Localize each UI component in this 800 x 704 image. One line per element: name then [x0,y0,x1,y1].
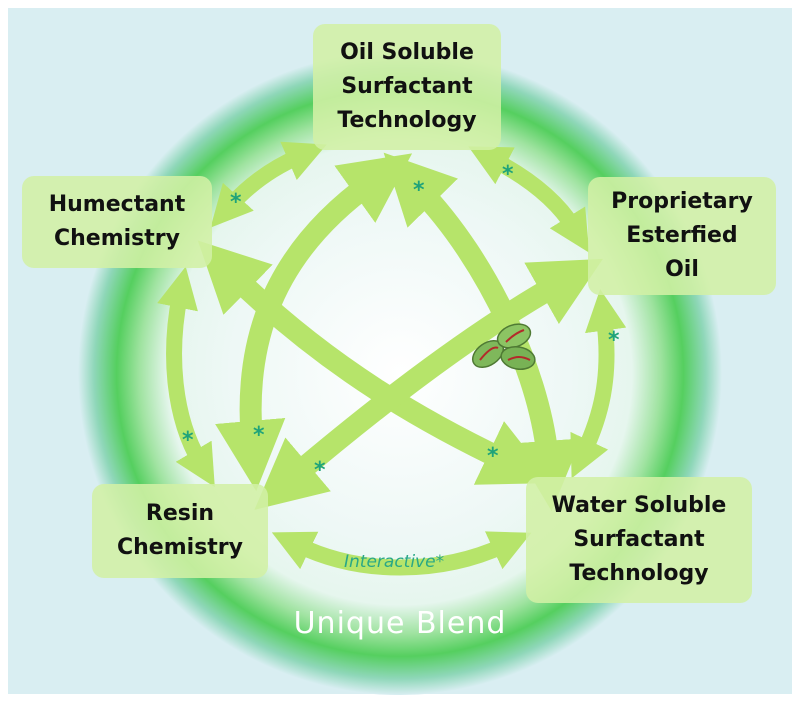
node-water-soluble-surfactant: Water Soluble Surfactant Technology [526,477,752,603]
node-resin-chemistry: Resin Chemistry [92,484,268,578]
arrow-oil-humectant [210,141,327,228]
arrow-humectant-resin [157,266,215,488]
arrow-resin-to-proprietary [254,258,603,510]
interactive-label: Interactive* [344,552,445,572]
leaf-icon [471,323,536,370]
node-oil-soluble-surfactant: Oil Soluble Surfactant Technology [313,24,501,150]
arrow-oil-proprietary [468,146,590,253]
star-oil-resin: * [253,423,265,448]
star-humectant-water: * [487,444,499,469]
arrow-resin-water [271,531,532,576]
star-proprietary-water: * [608,328,620,353]
star-humectant-resin: * [182,428,194,453]
unique-blend-label: Unique Blend [293,606,507,641]
arrow-proprietary-water [570,289,627,479]
star-oil-humectant: * [230,190,242,215]
central-arrows [197,152,603,512]
star-resin-proprietary: * [314,458,326,483]
node-humectant-chemistry: Humectant Chemistry [22,176,212,268]
star-oil-proprietary: * [502,162,514,187]
outer-arrows [157,141,627,576]
star-oil-water: * [413,178,425,203]
node-proprietary-esterfied-oil: Proprietary Esterfied Oil [588,177,776,295]
